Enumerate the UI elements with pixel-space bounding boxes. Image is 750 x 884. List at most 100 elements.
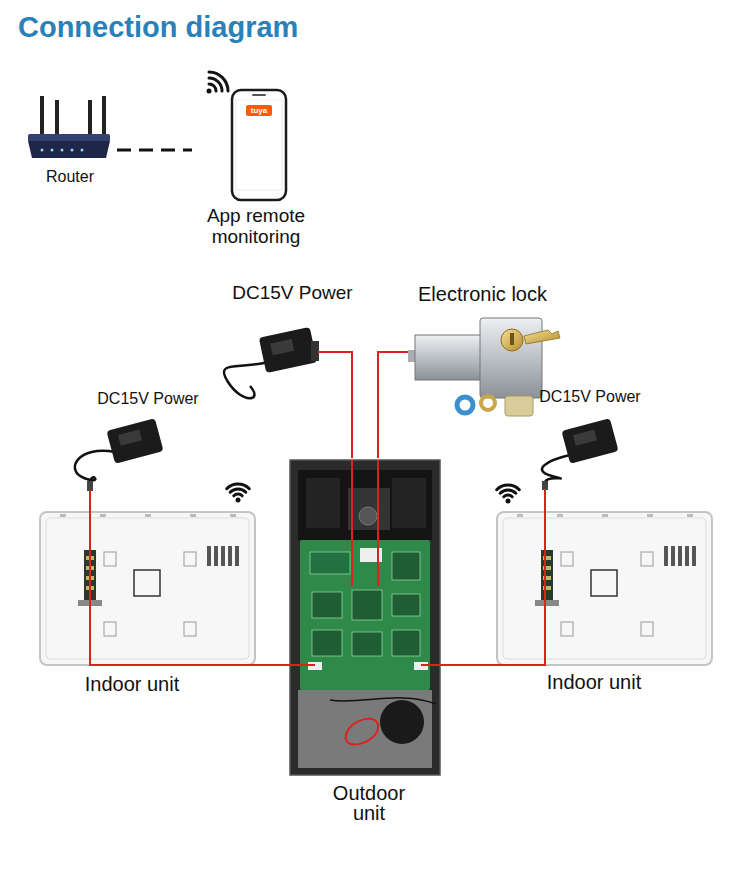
power-wire (445, 664, 495, 666)
app-logo: tuya (246, 105, 272, 116)
outdoor-station (348, 488, 390, 530)
outdoor-station (392, 630, 420, 656)
diagram-title: Connection diagram (18, 12, 298, 44)
node-label: Electronic lock (400, 283, 565, 305)
outdoor-station (312, 592, 342, 618)
electronic-lock (505, 396, 533, 416)
router-icon (28, 96, 110, 158)
router-icon (71, 149, 74, 152)
indoor-monitor (500, 490, 516, 493)
electronic-lock (501, 329, 523, 351)
electronic-lock (510, 333, 514, 345)
router-icon (51, 149, 54, 152)
outdoor-station (285, 664, 315, 666)
power-adapter (224, 362, 268, 398)
wifi-icon (207, 89, 212, 94)
indoor-monitor (497, 512, 712, 665)
indoor-monitor (497, 485, 520, 503)
indoor-monitor (495, 505, 545, 665)
outdoor-station (377, 460, 379, 586)
router-icon (88, 100, 92, 138)
node-label: DC15V Power (85, 390, 211, 408)
indoor-monitor (90, 505, 258, 665)
outdoor-station (392, 552, 420, 580)
phone-icon (252, 94, 266, 96)
outdoor-station (310, 552, 350, 574)
label-anchor: tuya (0, 0, 26, 11)
router-icon (28, 134, 110, 142)
wifi-icon (207, 72, 229, 94)
power-wire (351, 405, 353, 458)
phone-icon (232, 90, 286, 200)
wifi-icon (209, 84, 216, 91)
outdoor-station (352, 632, 382, 656)
node-label: Indoor unit (62, 673, 202, 695)
power-adapter (259, 327, 317, 373)
outdoor-station (312, 630, 342, 656)
indoor-monitor (497, 485, 520, 490)
power-adapter (224, 327, 352, 405)
power-adapter (311, 341, 319, 361)
outdoor-node: Outdoor unit (285, 458, 445, 828)
power-wire (89, 498, 91, 505)
power-node: DC15V Power (515, 385, 655, 495)
node-label: DC15V Power (527, 388, 653, 406)
indoor-monitor (234, 494, 242, 496)
router-icon (61, 149, 64, 152)
indoor-monitor (230, 489, 246, 492)
outdoor-station (352, 590, 382, 620)
outdoor-station (392, 478, 426, 528)
outdoor-station (346, 719, 378, 745)
outdoor-station (306, 478, 340, 528)
indoor-monitor (236, 498, 241, 503)
title-anchor: Connection diagram (0, 0, 280, 32)
power-adapter (573, 430, 597, 446)
router-node: Router (25, 92, 117, 192)
node-label: App remote monitoring (192, 206, 320, 248)
router-icon (55, 100, 59, 138)
power-adapter (89, 490, 91, 498)
node-label: Outdoor unit (319, 783, 419, 823)
power-adapter (118, 430, 142, 446)
indoor-monitor (40, 484, 258, 665)
power-node: DC15V Power (65, 388, 213, 498)
router-icon (40, 96, 44, 138)
power-wire (544, 495, 546, 505)
outdoor-station (421, 664, 445, 666)
outdoor-station (298, 690, 432, 768)
indoor-monitor (227, 484, 250, 502)
electronic-lock (480, 318, 542, 398)
power-wire (378, 352, 400, 458)
wifi-icon (209, 72, 228, 91)
outdoor-station (290, 460, 440, 775)
indoor-monitor (227, 484, 250, 489)
power-node: DC15V Power (215, 280, 372, 405)
indoor-monitor (40, 512, 255, 665)
phone-icon (236, 100, 282, 190)
outdoor-station (298, 470, 432, 540)
phone-icon (232, 90, 286, 200)
outdoor-station (351, 460, 353, 586)
power-adapter (75, 418, 164, 498)
router-icon (102, 96, 106, 138)
outdoor-station (330, 698, 436, 704)
electronic-lock (400, 318, 560, 416)
outdoor-station (359, 507, 377, 525)
power-adapter (542, 418, 619, 495)
power-adapter (542, 481, 548, 490)
wifi-icon (209, 78, 222, 91)
indoor-monitor (506, 499, 511, 504)
indoor-monitor (504, 495, 512, 497)
electronic-lock (457, 397, 473, 413)
router-icon (28, 141, 110, 158)
indoor-node: Indoor unit (38, 505, 258, 700)
power-adapter (75, 451, 115, 482)
network-link (117, 149, 192, 152)
power-adapter (318, 352, 352, 405)
power-adapter (87, 481, 93, 491)
power-adapter (544, 489, 546, 495)
electronic-lock (524, 330, 560, 344)
